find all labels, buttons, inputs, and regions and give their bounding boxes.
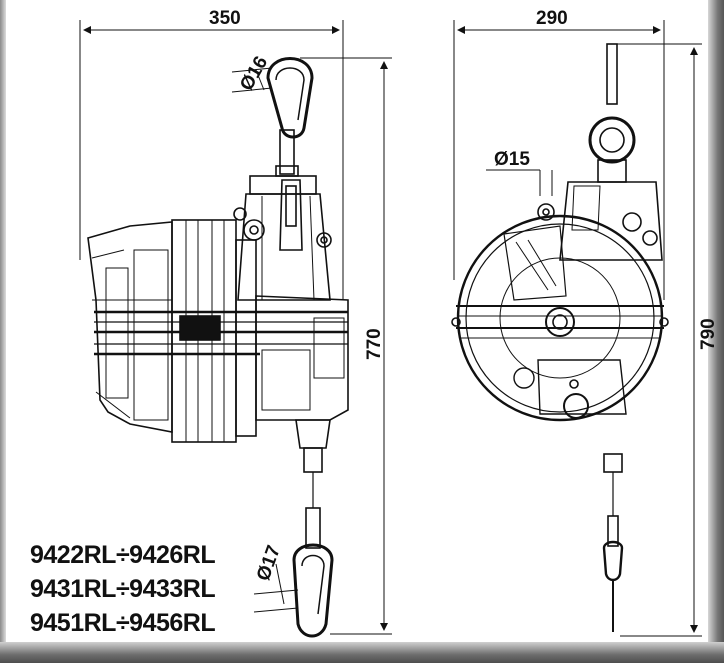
- model-range-1: 9422RL÷9426RL: [30, 541, 216, 569]
- dim-side-width: 350: [209, 8, 241, 29]
- side-view: [79, 20, 392, 638]
- dim-hook-bottom-diameter: Ø17: [253, 543, 285, 584]
- model-list: 9422RL÷9426RL 9431RL÷9433RL 9451RL÷9456R…: [30, 540, 216, 638]
- dim-front-height: 790: [698, 318, 719, 350]
- frame-shadow-right: [708, 0, 724, 663]
- front-view: [451, 20, 702, 637]
- dim-eye-diameter: Ø15: [494, 149, 530, 170]
- dim-side-height: 770: [364, 328, 385, 360]
- model-range-3: 9451RL÷9456RL: [30, 609, 216, 637]
- dim-front-width: 290: [536, 8, 568, 29]
- frame-shadow-bottom: [0, 642, 724, 663]
- model-range-2: 9431RL÷9433RL: [30, 575, 216, 603]
- frame-shadow-left: [0, 0, 6, 663]
